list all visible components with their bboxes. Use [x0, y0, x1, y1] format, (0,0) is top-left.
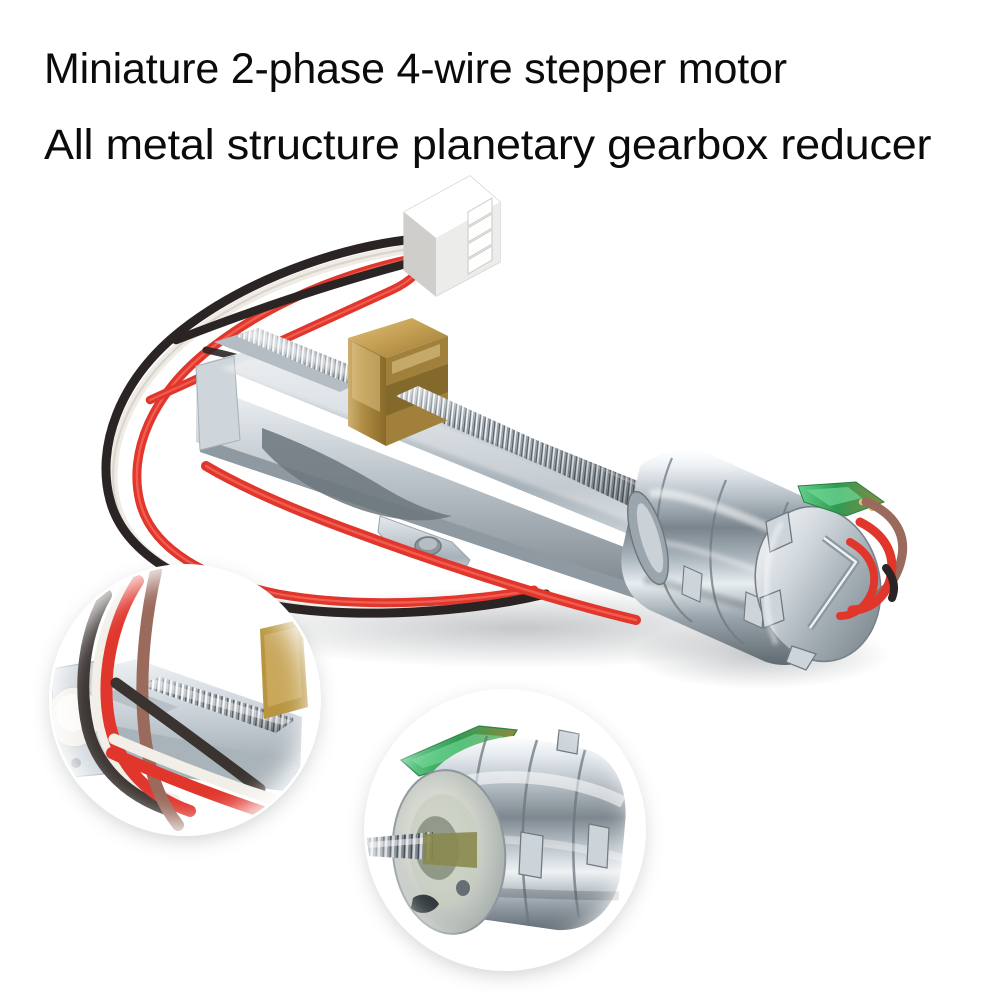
inset1-wire-black — [77, 589, 172, 815]
inset1-wire-white-lower — [108, 733, 278, 805]
inset1-wire-black-diag — [110, 677, 266, 795]
product-photo-main — [101, 175, 908, 689]
jst-pin-slots — [467, 197, 493, 275]
face-hole — [456, 880, 470, 896]
motor-lead-wires — [201, 461, 908, 625]
mounting-bracket — [195, 346, 690, 602]
inset1-wire-red-lower — [106, 747, 272, 819]
wire-black — [101, 233, 433, 505]
pcb — [797, 481, 886, 517]
motor-wire-black — [882, 564, 898, 602]
headline-line-1: Miniature 2-phase 4-wire stepper motor — [44, 45, 787, 93]
inset2-lead-screw — [367, 832, 477, 868]
lead-screw-right — [396, 386, 672, 516]
motor-wire-red2 — [836, 538, 879, 620]
inset1-wire-brown — [136, 567, 184, 831]
inset-lead-screw-detail — [52, 567, 318, 833]
inset-motor-body-detail — [367, 692, 643, 968]
headline-line-2: All metal structure planetary gearbox re… — [44, 121, 932, 169]
brass-nut — [348, 318, 448, 446]
jst-connector — [403, 175, 501, 297]
